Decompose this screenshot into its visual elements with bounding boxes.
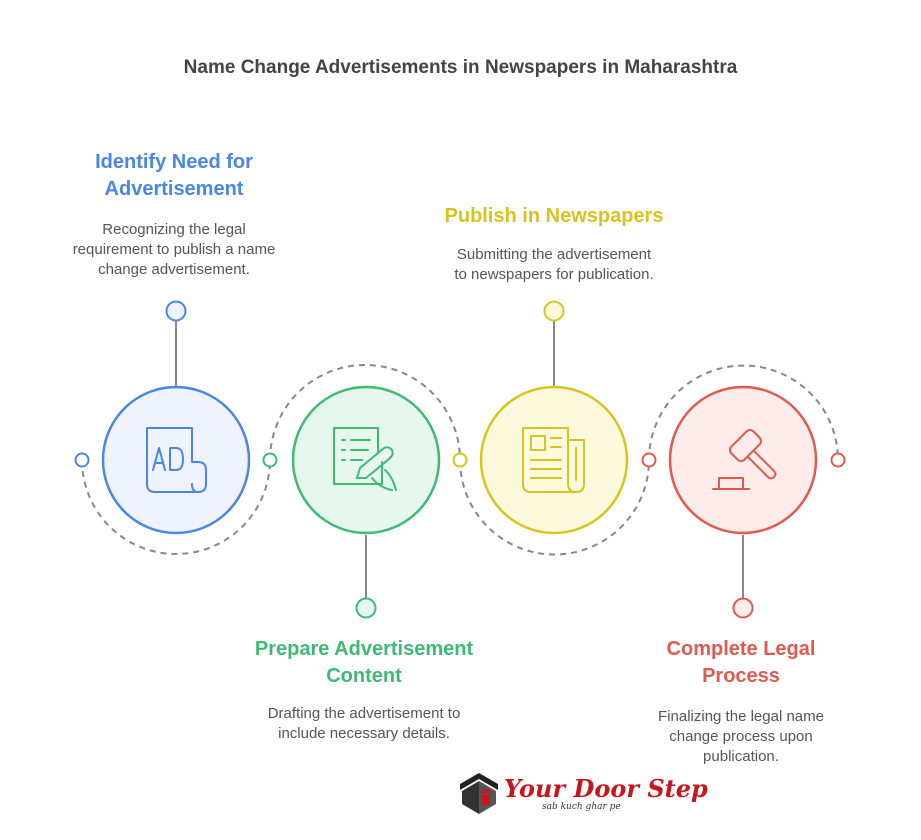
step-2-circle — [291, 385, 441, 535]
step-1-desc-line: Recognizing the legal — [102, 221, 246, 238]
step-1-circle — [101, 385, 251, 535]
step-2-title-line1: Prepare Advertisement — [254, 638, 474, 660]
axis-dot-1 — [74, 452, 90, 468]
writing-list-icon — [333, 427, 397, 491]
step-2-title-line2: Content — [326, 665, 402, 687]
step-1-desc-line: requirement to publish a name — [72, 241, 276, 258]
logo-name: Your Door Step — [504, 774, 708, 803]
step-2-desc-line: include necessary details. — [278, 725, 450, 742]
step-3-stem-dot — [543, 300, 565, 322]
step-4-title: Complete Legal Process — [621, 636, 861, 690]
step-3-title: Publish in Newspapers — [414, 203, 694, 230]
step-1-title-line1: Identify Need for — [95, 151, 253, 173]
step-3-desc-line: Submitting the advertisement — [456, 246, 652, 263]
step-4-desc-line: change process upon — [669, 728, 813, 745]
step-2-stem-dot — [355, 597, 377, 619]
axis-dot-5 — [830, 452, 846, 468]
step-4-stem-dot — [732, 597, 754, 619]
ad-document-icon — [146, 427, 207, 493]
logo: Your Door Step sab kuch ghar pe — [458, 770, 708, 820]
step-3-title-line1: Publish in Newspapers — [444, 205, 664, 227]
connector-arc-1 — [81, 459, 271, 555]
axis-dot-4 — [641, 452, 657, 468]
newspaper-icon — [522, 427, 585, 493]
dashed-connectors — [81, 364, 839, 556]
page-title: Name Change Advertisements in Newspapers… — [183, 57, 738, 78]
logo-tagline: sab kuch ghar pe — [542, 802, 621, 812]
axis-dot-2 — [262, 452, 278, 468]
axis-dot-3 — [452, 452, 468, 468]
step-4-title-line1: Complete Legal — [666, 638, 816, 660]
step-4-desc-line: publication. — [703, 748, 779, 765]
step-4-title-line2: Process — [702, 665, 780, 687]
gavel-icon — [712, 429, 777, 490]
step-2-desc-line: Drafting the advertisement to — [267, 705, 461, 722]
step-1-title: Identify Need for Advertisement — [64, 149, 284, 203]
connector-arc-2 — [269, 364, 461, 461]
step-1-description: Recognizing the legal requirement to pub… — [44, 220, 304, 280]
step-1-title-line2: Advertisement — [104, 178, 244, 200]
step-1-desc-line: change advertisement. — [98, 261, 250, 278]
step-4-description: Finalizing the legal name change process… — [621, 707, 861, 767]
house-logo-icon — [460, 773, 498, 814]
step-4-desc-line: Finalizing the legal name — [658, 708, 824, 725]
step-2-title: Prepare Advertisement Content — [224, 636, 504, 690]
stems — [175, 320, 744, 599]
step-3-desc-line: to newspapers for publication. — [454, 266, 654, 283]
step-3-description: Submitting the advertisement to newspape… — [414, 245, 694, 285]
connector-arc-3 — [459, 459, 650, 556]
step-1-stem-dot — [165, 300, 187, 322]
step-2-description: Drafting the advertisement to include ne… — [224, 704, 504, 744]
connector-arc-4 — [648, 364, 839, 461]
